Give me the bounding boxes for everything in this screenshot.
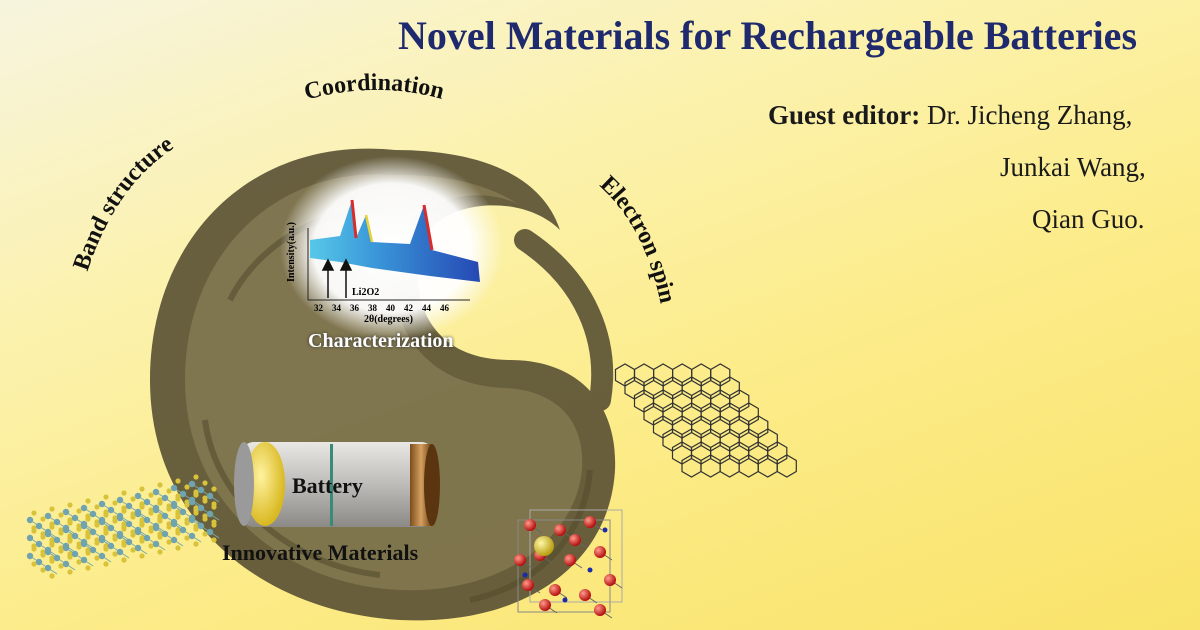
editor-name-2: Junkai Wang, xyxy=(1000,152,1146,182)
inset-x-axis-label: 2θ(degrees) xyxy=(364,314,413,325)
inset-x-tick: 38 xyxy=(368,303,377,313)
inset-y-axis-label: Intensity(a.u.) xyxy=(286,221,297,282)
inset-peak-label: Li2O2 xyxy=(352,287,380,298)
band-structure-label: Band structure xyxy=(68,131,178,274)
battery-cylinder xyxy=(234,442,440,527)
page-title: Novel Materials for Rechargeable Batteri… xyxy=(398,13,1138,58)
characterization-inset xyxy=(280,156,504,340)
inset-x-tick: 34 xyxy=(332,303,341,313)
coordination-label: Coordination xyxy=(302,70,447,106)
peak-arrows xyxy=(321,258,353,298)
spectrum-surface xyxy=(310,200,480,282)
inset-x-tick: 40 xyxy=(386,303,395,313)
guest-editor-label: Guest editor: xyxy=(768,100,921,130)
layered-crystal xyxy=(26,474,220,579)
inset-x-tick: 44 xyxy=(422,303,431,313)
editor-name-1: Dr. Jicheng Zhang, xyxy=(926,100,1133,130)
electron-spin-label: Electron spin xyxy=(595,171,681,305)
guest-editor-line: Guest editor: Dr. Jicheng Zhang, xyxy=(768,100,1132,131)
inset-x-tick: 36 xyxy=(350,303,359,313)
editor-name-3: Qian Guo. xyxy=(1032,204,1145,234)
inset-x-tick: 42 xyxy=(404,303,413,313)
characterization-caption: Characterization xyxy=(308,330,454,352)
inset-x-tick: 46 xyxy=(440,303,449,313)
innovative-materials-caption: Innovative Materials xyxy=(222,540,419,565)
unit-cell xyxy=(514,509,623,619)
graphene-lattice xyxy=(614,363,797,478)
inset-x-tick: 32 xyxy=(314,303,323,313)
battery-label: Battery xyxy=(292,473,363,498)
